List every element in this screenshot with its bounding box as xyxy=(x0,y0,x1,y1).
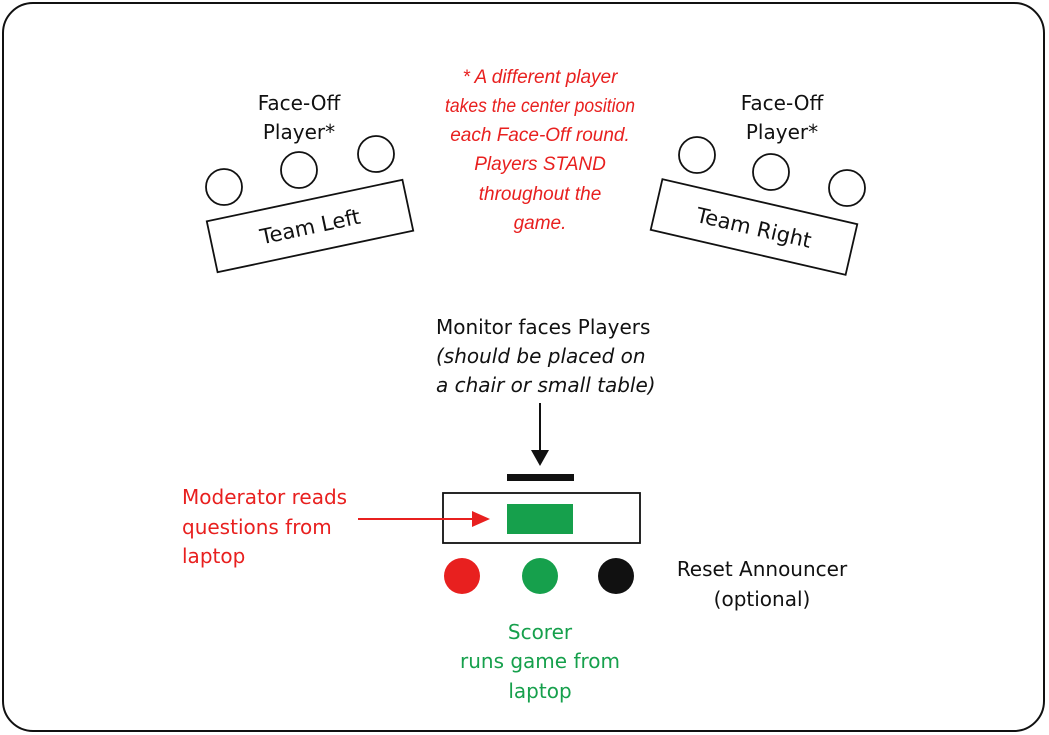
moderator-label-3: laptop xyxy=(182,544,245,568)
team-right-player-seat xyxy=(752,153,790,191)
team-left-table-box xyxy=(205,178,415,274)
team-right-group: Face-Off Player* Team Right xyxy=(649,91,866,276)
note-line-6: game. xyxy=(514,213,567,234)
moderator-label-2: questions from xyxy=(182,515,332,539)
team-right-faceoff-label-2: Player* xyxy=(746,120,818,144)
note-line-4: Players STAND xyxy=(474,154,606,175)
team-left-table: Team Left xyxy=(205,178,415,274)
monitor-arrow-head xyxy=(531,450,549,466)
scorer-label-1: Scorer xyxy=(508,620,573,644)
note-line-1: * A different player xyxy=(463,67,619,88)
team-left-player-seat xyxy=(280,151,318,189)
team-left-faceoff-label-2: Player* xyxy=(263,120,335,144)
team-right-player-seat xyxy=(678,136,716,174)
monitor-bar xyxy=(507,474,574,481)
scorer-label-2: runs game from xyxy=(460,649,620,673)
moderator-arrow-head xyxy=(472,511,490,527)
team-right-player-seat xyxy=(828,169,866,207)
moderator-annotation: Moderator reads questions from laptop xyxy=(182,485,490,568)
moderator-label-1: Moderator reads xyxy=(182,485,347,509)
team-right-table-box xyxy=(649,178,859,276)
monitor-label-1: Monitor faces Players xyxy=(436,315,650,339)
scorer-seat xyxy=(522,558,558,594)
reset-announcer-label-2: (optional) xyxy=(714,587,811,611)
team-left-player-seat xyxy=(205,168,243,206)
team-right-table: Team Right xyxy=(649,178,859,276)
note-line-3: each Face-Off round. xyxy=(450,125,630,146)
reset-announcer-label-1: Reset Announcer xyxy=(677,557,848,581)
moderator-seat xyxy=(444,558,480,594)
stand-note: * A different player takes the center po… xyxy=(445,67,635,234)
team-left-faceoff-label-1: Face-Off xyxy=(258,91,342,115)
monitor-label-3: a chair or small table) xyxy=(436,373,656,397)
reset-announcer-seat xyxy=(598,558,634,594)
laptop xyxy=(507,504,573,534)
note-line-2: takes the center position xyxy=(445,96,635,117)
monitor-annotation: Monitor faces Players (should be placed … xyxy=(436,315,656,466)
team-left-group: Face-Off Player* Team Left xyxy=(205,91,415,274)
monitor-label-2: (should be placed on xyxy=(436,344,646,368)
scorer-label-3: laptop xyxy=(508,679,571,703)
team-left-player-seat xyxy=(357,135,395,173)
team-right-faceoff-label-1: Face-Off xyxy=(741,91,825,115)
note-line-5: throughout the xyxy=(479,184,602,205)
